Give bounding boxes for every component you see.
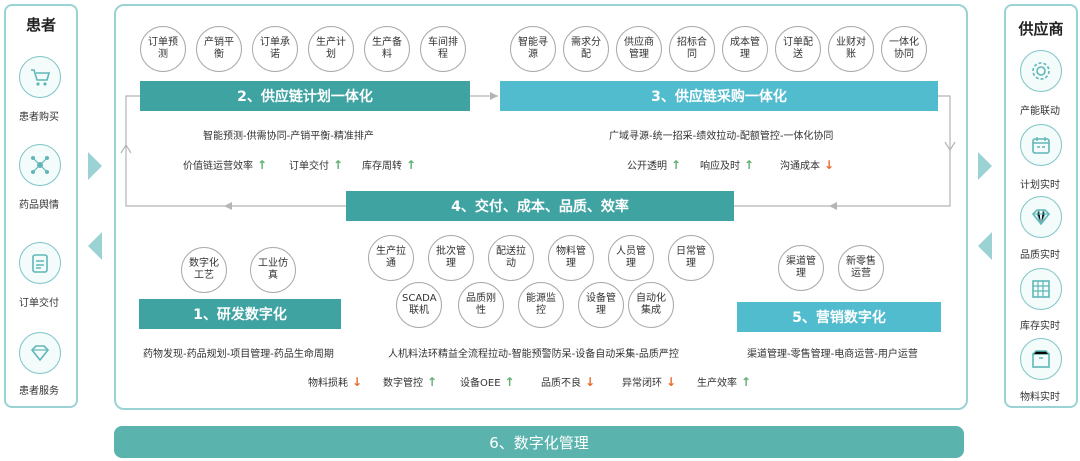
section5-desc: 渠道管理-零售管理-电商运营-用户运营 — [747, 349, 918, 360]
section3-kpi: 响应及时↑ — [700, 158, 755, 172]
supplier-item-label: 计划实时 — [1020, 180, 1060, 191]
section4-circle: 日常管理 — [668, 235, 714, 281]
section4-circle: 配送拉动 — [488, 235, 534, 281]
section4-circle: SCADA联机 — [396, 282, 442, 328]
calendar-icon — [1020, 124, 1062, 166]
patient-item-label: 药品舆情 — [19, 200, 59, 211]
section3-banner: 3、供应链采购一体化 — [500, 81, 938, 111]
up-arrow-icon: ↑ — [504, 375, 515, 389]
section4-circle: 批次管理 — [428, 235, 474, 281]
section2-kpi: 订单交付↑ — [289, 158, 344, 172]
section2-circle: 订单预测 — [140, 26, 186, 72]
up-arrow-icon: ↑ — [671, 158, 682, 172]
patient-panel-title: 患者 — [25, 16, 56, 34]
gear-icon — [1020, 50, 1062, 92]
patient-item-label: 患者服务 — [19, 386, 59, 397]
section2-circle: 生产备料 — [364, 26, 410, 72]
left-arrow-icon — [978, 232, 992, 260]
up-arrow-icon: ↑ — [744, 158, 755, 172]
section3-circle: 供应商管理 — [616, 26, 662, 72]
section1-circle: 工业仿真 — [250, 247, 296, 293]
section2-circle: 车间排程 — [420, 26, 466, 72]
diamond-icon — [1020, 196, 1062, 238]
right-arrow-icon — [88, 152, 102, 180]
section5-banner: 5、营销数字化 — [737, 302, 941, 332]
section4-kpi: 异常闭环↓ — [622, 375, 677, 389]
section3-circle: 需求分配 — [563, 26, 609, 72]
section3-circle: 招标合同 — [669, 26, 715, 72]
down-arrow-icon: ↓ — [666, 375, 677, 389]
up-arrow-icon: ↑ — [257, 158, 268, 172]
up-arrow-icon: ↑ — [741, 375, 752, 389]
section3-circle: 智能寻源 — [510, 26, 556, 72]
patient-item-label: 订单交付 — [19, 298, 59, 309]
section4-kpi: 物料损耗↓ — [308, 375, 363, 389]
section5-circle: 新零售运营 — [838, 245, 884, 291]
up-arrow-icon: ↑ — [333, 158, 344, 172]
section4-circle: 能源监控 — [518, 282, 564, 328]
section4-kpi: 设备OEE↑ — [460, 375, 515, 389]
section3-kpi: 公开透明↑ — [627, 158, 682, 172]
section4-circle: 自动化集成 — [628, 282, 674, 328]
shopping-cart-icon — [19, 56, 61, 98]
patient-item-label: 患者购买 — [19, 112, 59, 123]
section3-circle: 业财对账 — [828, 26, 874, 72]
section2-circle: 订单承诺 — [252, 26, 298, 72]
supplier-panel-title: 供应商 — [1018, 20, 1064, 38]
section4-circle: 人员管理 — [608, 235, 654, 281]
section4-circle: 物料管理 — [548, 235, 594, 281]
section4-kpi: 生产效率↑ — [697, 375, 752, 389]
supplier-panel: 供应商 产能联动 计划实时 品质实时 库存实时 物料实时 — [1004, 4, 1078, 408]
supplier-item-label: 库存实时 — [1020, 321, 1060, 332]
digital-management-bar: 6、数字化管理 — [114, 426, 964, 458]
section2-banner: 2、供应链计划一体化 — [140, 81, 470, 111]
left-arrow-icon — [88, 232, 102, 260]
section4-banner: 4、交付、成本、品质、效率 — [346, 191, 734, 221]
section2-circle: 产销平衡 — [196, 26, 242, 72]
down-arrow-icon: ↓ — [585, 375, 596, 389]
down-arrow-icon: ↓ — [824, 158, 835, 172]
section5-circle: 渠道管理 — [778, 245, 824, 291]
section2-kpi: 价值链运营效率↑ — [183, 158, 268, 172]
up-arrow-icon: ↑ — [427, 375, 438, 389]
down-arrow-icon: ↓ — [352, 375, 363, 389]
section3-desc: 广域寻源-统一招采-绩效拉动-配额管控-一体化协同 — [609, 131, 834, 142]
supplier-item-label: 产能联动 — [1020, 106, 1060, 117]
supplier-item-label: 物料实时 — [1020, 392, 1060, 403]
clipboard-icon — [19, 242, 61, 284]
section1-circle: 数字化工艺 — [181, 247, 227, 293]
section2-desc: 智能预测-供需协同-产销平衡-精准排产 — [203, 131, 374, 142]
section3-kpi: 沟通成本↓ — [780, 158, 835, 172]
section2-circle: 生产计划 — [308, 26, 354, 72]
diamond-icon — [19, 332, 61, 374]
section4-desc: 人机料法环精益全流程拉动-智能预警防呆-设备自动采集-品质严控 — [388, 349, 679, 360]
section4-circle: 品质刚性 — [458, 282, 504, 328]
section1-banner: 1、研发数字化 — [139, 299, 341, 329]
grid-icon — [1020, 268, 1062, 310]
box-icon — [1020, 338, 1062, 380]
section4-kpi: 数字管控↑ — [383, 375, 438, 389]
section4-circle: 生产拉通 — [368, 235, 414, 281]
section4-kpi: 品质不良↓ — [541, 375, 596, 389]
network-icon — [19, 144, 61, 186]
right-arrow-icon — [978, 152, 992, 180]
section3-circle: 订单配送 — [775, 26, 821, 72]
patient-panel: 患者 患者购买 药品舆情 订单交付 患者服务 — [4, 4, 78, 408]
section3-circle: 一体化协同 — [881, 26, 927, 72]
supplier-item-label: 品质实时 — [1020, 250, 1060, 261]
section4-circle: 设备管理 — [578, 282, 624, 328]
up-arrow-icon: ↑ — [406, 158, 417, 172]
section1-desc: 药物发现-药品规划-项目管理-药品生命周期 — [143, 349, 334, 360]
section2-kpi: 库存周转↑ — [362, 158, 417, 172]
section3-circle: 成本管理 — [722, 26, 768, 72]
